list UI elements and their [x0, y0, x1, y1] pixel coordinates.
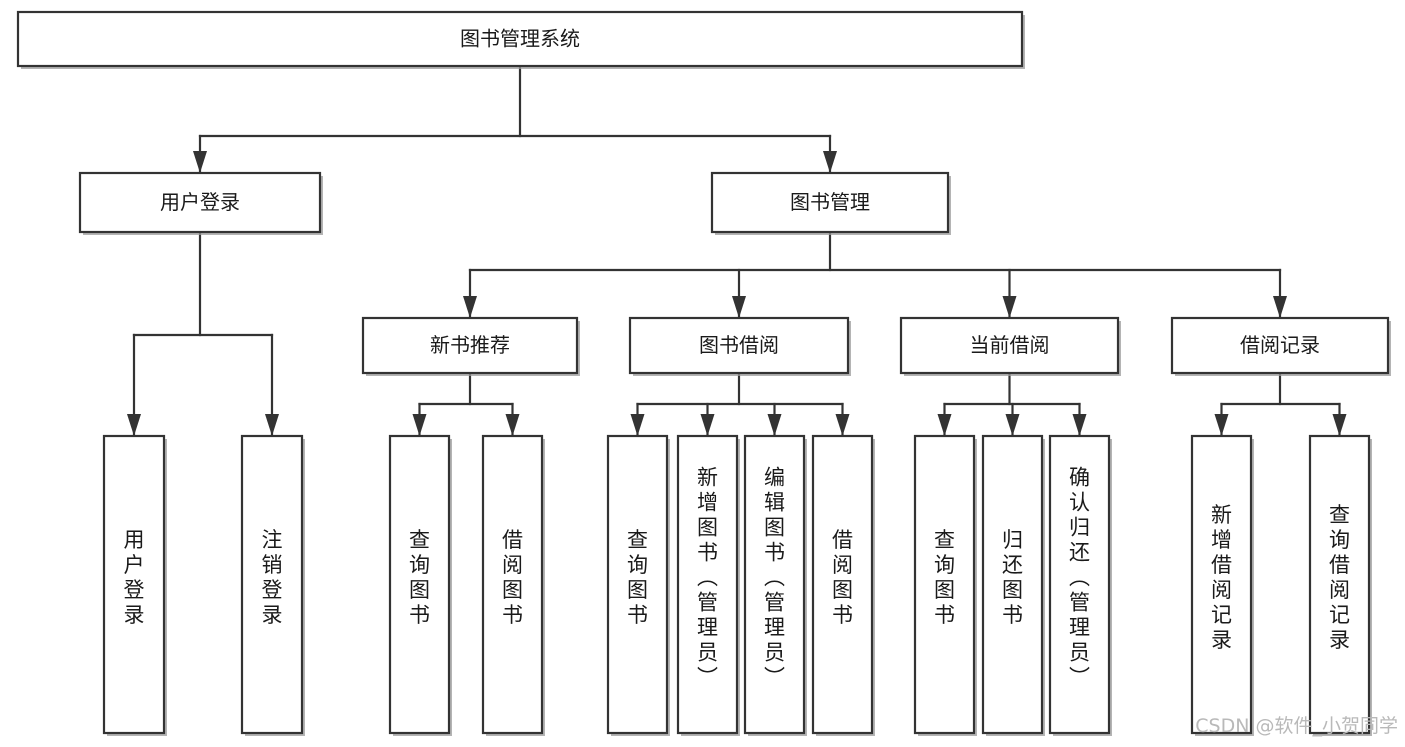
- node-box[interactable]: [899, 316, 1120, 375]
- arrow-head-icon: [732, 296, 746, 318]
- arrow-head-icon: [1214, 414, 1229, 436]
- node-box[interactable]: [388, 434, 451, 735]
- node-box[interactable]: [361, 316, 579, 375]
- node-当前借阅[interactable]: 当前借阅: [899, 316, 1121, 376]
- arrow-head-icon: [127, 414, 141, 436]
- node-编辑图书管理员[interactable]: 编辑图书︵管理员︶: [743, 434, 807, 736]
- node-借阅记录[interactable]: 借阅记录: [1170, 316, 1391, 376]
- node-label: 查询图书: [409, 528, 430, 627]
- node-label: 查询图书: [934, 528, 955, 627]
- node-box[interactable]: [1170, 316, 1390, 375]
- node-box[interactable]: [606, 434, 669, 735]
- connector-group-当前借阅: [937, 371, 1087, 436]
- node-label: 新增图书︵管理员︶: [697, 466, 718, 690]
- node-label: 借阅图书: [832, 528, 853, 627]
- node-label: 查询图书: [627, 528, 648, 627]
- node-box[interactable]: [16, 10, 1024, 68]
- node-新增图书管理员[interactable]: 新增图书︵管理员︶: [676, 434, 740, 736]
- node-借阅图书[interactable]: 借阅图书: [811, 434, 875, 736]
- arrow-head-icon: [193, 151, 207, 173]
- node-用户登录[interactable]: 用户登录: [102, 434, 167, 736]
- node-归还图书[interactable]: 归还图书: [981, 434, 1045, 736]
- node-借阅图书[interactable]: 借阅图书: [481, 434, 545, 736]
- arrow-head-icon: [1273, 296, 1287, 318]
- node-图书管理[interactable]: 图书管理: [710, 171, 951, 235]
- connector-group-借阅记录: [1214, 371, 1347, 436]
- node-图书管理系统[interactable]: 图书管理系统: [16, 10, 1025, 69]
- node-box[interactable]: [628, 316, 850, 375]
- arrow-head-icon: [265, 414, 279, 436]
- node-查询图书[interactable]: 查询图书: [606, 434, 670, 736]
- node-box[interactable]: [1308, 434, 1371, 735]
- node-box[interactable]: [743, 434, 806, 735]
- node-box[interactable]: [1048, 434, 1111, 735]
- node-box[interactable]: [811, 434, 874, 735]
- connector-group-用户登录: [127, 230, 279, 436]
- arrow-head-icon: [1332, 414, 1347, 436]
- node-确认归还管理员[interactable]: 确认归还︵管理员︶: [1048, 434, 1112, 736]
- node-box[interactable]: [1190, 434, 1253, 735]
- arrow-head-icon: [463, 296, 477, 318]
- node-图书借阅[interactable]: 图书借阅: [628, 316, 851, 376]
- connector-group-新书推荐: [412, 371, 520, 436]
- connector-layer: [127, 64, 1347, 436]
- node-label: 新书推荐: [430, 333, 510, 357]
- arrow-head-icon: [1005, 414, 1020, 436]
- arrow-head-icon: [937, 414, 952, 436]
- node-查询借阅记录[interactable]: 查询借阅记录: [1308, 434, 1372, 736]
- node-label: 确认归还︵管理员︶: [1069, 466, 1090, 690]
- arrow-head-icon: [1072, 414, 1087, 436]
- node-box[interactable]: [981, 434, 1044, 735]
- arrow-head-icon: [767, 414, 782, 436]
- node-label: 新增借阅记录: [1211, 503, 1232, 652]
- node-label: 图书借阅: [699, 333, 779, 357]
- node-label: 用户登录: [160, 190, 240, 214]
- node-label: 借阅图书: [502, 528, 523, 627]
- arrow-head-icon: [505, 414, 520, 436]
- node-label: 归还图书: [1002, 528, 1023, 627]
- node-label: 查询借阅记录: [1329, 503, 1350, 652]
- node-注销登录[interactable]: 注销登录: [240, 434, 305, 736]
- node-label: 编辑图书︵管理员︶: [764, 466, 785, 690]
- connector-group-图书管理: [463, 230, 1287, 318]
- node-label: 图书管理: [790, 190, 870, 214]
- node-label: 当前借阅: [970, 333, 1050, 357]
- node-用户登录[interactable]: 用户登录: [78, 171, 323, 235]
- node-box[interactable]: [710, 171, 950, 234]
- node-layer: 图书管理系统用户登录图书管理新书推荐图书借阅当前借阅借阅记录用户登录注销登录查询…: [16, 10, 1391, 736]
- arrow-head-icon: [835, 414, 850, 436]
- node-label: 用户登录: [124, 528, 145, 627]
- node-label: 借阅记录: [1240, 333, 1320, 357]
- arrow-head-icon: [823, 151, 837, 173]
- node-box[interactable]: [481, 434, 544, 735]
- node-box[interactable]: [240, 434, 304, 735]
- arrow-head-icon: [700, 414, 715, 436]
- node-查询图书[interactable]: 查询图书: [913, 434, 977, 736]
- csdn-watermark: CSDN @软件_小贺同学: [1195, 715, 1398, 737]
- node-box[interactable]: [102, 434, 166, 735]
- node-新增借阅记录[interactable]: 新增借阅记录: [1190, 434, 1254, 736]
- arrow-head-icon: [412, 414, 427, 436]
- node-label: 注销登录: [262, 528, 283, 627]
- node-新书推荐[interactable]: 新书推荐: [361, 316, 580, 376]
- arrow-head-icon: [1002, 296, 1017, 318]
- arrow-head-icon: [630, 414, 645, 436]
- node-box[interactable]: [676, 434, 739, 735]
- connector-group-图书借阅: [630, 371, 850, 436]
- connector-group-图书管理系统: [193, 64, 837, 173]
- node-box[interactable]: [78, 171, 322, 234]
- node-box[interactable]: [913, 434, 976, 735]
- node-查询图书[interactable]: 查询图书: [388, 434, 452, 736]
- node-label: 图书管理系统: [460, 27, 580, 51]
